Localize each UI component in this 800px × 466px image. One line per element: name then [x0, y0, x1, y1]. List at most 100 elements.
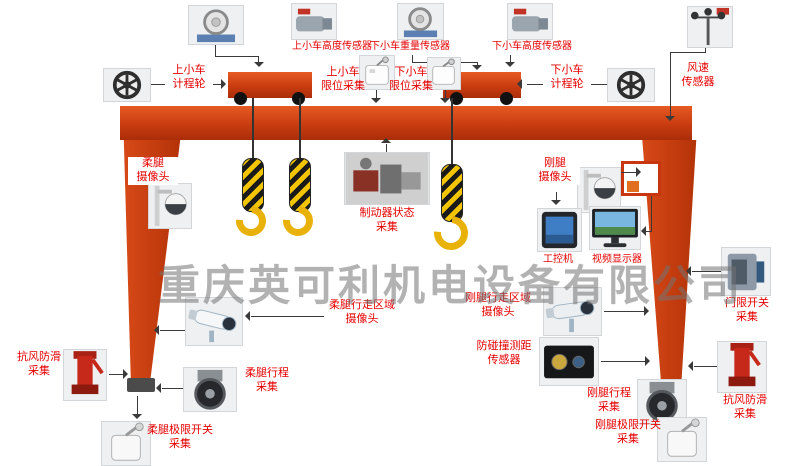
pulley-block [441, 164, 463, 222]
arrowhead [665, 116, 675, 121]
connector-line [386, 144, 387, 152]
travel-wheel-icon [194, 369, 226, 410]
connector-line [556, 192, 557, 204]
connector-line [109, 374, 125, 375]
height-sensor-motor-image [291, 3, 337, 40]
arrowhead [505, 62, 515, 67]
arrowhead [686, 266, 691, 276]
hoist-rope [299, 98, 301, 160]
connector-line [258, 56, 259, 66]
connector-line [251, 316, 324, 317]
label-lower-trolley-weight-sensor: 下小车重量传感器 [370, 41, 450, 52]
trolley-wheel [500, 92, 513, 105]
rigid-leg-travel-wheel-image [637, 379, 687, 424]
laser-rangefinder-icon [544, 345, 594, 379]
flexible-leg-foot [127, 378, 155, 392]
label-flexible-leg-limit: 柔腿极限开关 采集 [147, 424, 213, 450]
lower-height-sensor-motor-image [507, 3, 553, 40]
rail-clamp-icon [71, 351, 104, 395]
label-upper-trolley-odometer: 上小车 计程轮 [172, 64, 206, 90]
crane-hook [427, 209, 475, 257]
connector-line [651, 196, 652, 232]
industrial-pc-image [537, 208, 582, 252]
connector-line [376, 90, 377, 100]
arrowhead [221, 79, 226, 89]
load-ring-sensor-icon [197, 9, 235, 43]
label-upper-trolley-limit: 上小车 限位采集 [321, 66, 365, 92]
lower-limit-switch-image [427, 57, 461, 90]
anemometer-icon [690, 7, 730, 46]
arrowhead [641, 226, 646, 236]
label-rigid-leg-limit: 刚腿极限开关 采集 [595, 419, 661, 445]
pulley-block [242, 158, 264, 212]
arrowhead [645, 356, 650, 366]
connector-line [510, 55, 511, 64]
anti-wind-clamp-left-image [63, 349, 107, 401]
label-lower-trolley-height-sensor: 下小车高度传感器 [492, 41, 572, 52]
trolley-wheel [292, 92, 305, 105]
gear-motor-sensor-icon [512, 8, 548, 32]
handwheel-icon [112, 70, 142, 100]
arrowhead [154, 325, 159, 335]
arrowhead [472, 65, 482, 70]
label-lower-trolley-odometer: 下小车 计程轮 [550, 64, 584, 90]
operator-cab-block [627, 181, 639, 192]
arrowhead [517, 79, 522, 89]
video-display-image [589, 206, 641, 250]
crane-hook [229, 199, 273, 243]
label-wind-speed-sensor: 风速 传感器 [681, 62, 715, 88]
label-anti-collision-sensor: 防碰撞测距 传感器 [476, 340, 532, 366]
connector-line [591, 84, 607, 85]
upper-trolley-height-sensor-image [188, 5, 244, 45]
gear-motor-sensor-icon [296, 8, 332, 32]
anti-collision-sensor-image [539, 337, 599, 386]
brake-unit-icon [345, 153, 429, 204]
wind-speed-sensor-image [687, 6, 733, 48]
monitor-icon [592, 208, 638, 248]
connector-line [445, 90, 446, 100]
hoist-rope [451, 98, 453, 166]
label-lower-trolley-limit: 下小车 限位采集 [389, 66, 433, 92]
flexible-leg-travel-wheel-image [183, 367, 237, 412]
label-brake-status: 制动器状态 采集 [359, 207, 415, 233]
rail-clamp-icon [728, 343, 761, 387]
label-industrial-pc: 工控机 [543, 254, 573, 265]
connector-line [705, 46, 706, 53]
arrowhead [156, 383, 161, 393]
bullet-camera-icon [545, 300, 595, 333]
bullet-camera-icon [188, 309, 237, 343]
limit-switch-icon [432, 58, 455, 85]
upper-limit-switch-image [359, 55, 395, 90]
connector-line [215, 45, 216, 57]
door-switch-icon [727, 253, 765, 291]
connector-line [646, 231, 652, 232]
rigid-leg-limit-switch-image [657, 417, 707, 462]
connector-line [412, 55, 413, 63]
label-anti-wind-left: 抗风防滑 采集 [17, 351, 61, 377]
arrowhead [132, 414, 142, 419]
crane-main-beam [120, 106, 692, 140]
connector-line [604, 311, 646, 312]
arrowhead [245, 311, 250, 321]
label-rigid-leg-camera: 刚腿 摄像头 [530, 157, 580, 185]
arrowhead [381, 138, 391, 143]
door-limit-switch-image [721, 247, 771, 296]
label-upper-trolley-height-sensor: 上小车高度传感器 [292, 41, 372, 52]
limit-switch-icon [667, 418, 700, 457]
pulley-block [289, 158, 311, 212]
label-rigid-leg-area-camera: 刚腿行走区域 摄像头 [465, 292, 531, 318]
arrowhead [440, 98, 450, 103]
connector-line [162, 388, 183, 389]
upper-odometer-wheel-image [103, 68, 151, 102]
industrial-tablet-icon [541, 211, 578, 249]
connector-line [601, 361, 647, 362]
handwheel-icon [616, 70, 646, 100]
flexible-leg-area-camera-image [185, 297, 243, 346]
label-anti-wind-right: 抗风防滑 采集 [723, 394, 767, 420]
connector-line [160, 330, 185, 331]
crane-hook [276, 199, 320, 243]
arrowhead [254, 62, 264, 67]
connector-line [527, 84, 543, 85]
hoist-rope [252, 98, 254, 160]
connector-line [694, 366, 717, 367]
